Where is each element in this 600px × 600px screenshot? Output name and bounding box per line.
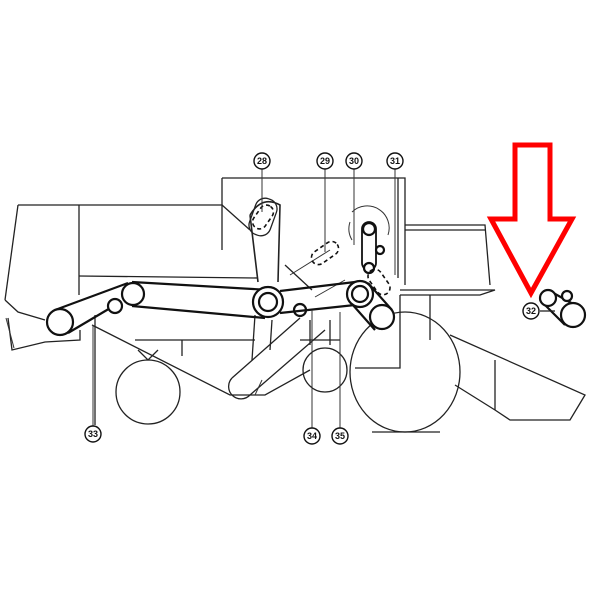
svg-text:29: 29 (320, 156, 330, 166)
svg-text:33: 33 (88, 429, 98, 439)
callout-35: 35 (331, 427, 349, 445)
svg-text:35: 35 (335, 431, 345, 441)
belt-32-detail (538, 288, 587, 329)
callout-31: 31 (386, 152, 404, 170)
callout-30: 30 (345, 152, 363, 170)
callout-29: 29 (316, 152, 334, 170)
machine-body (4, 177, 586, 433)
highlight-arrow-icon (486, 142, 577, 299)
callout-28: 28 (253, 152, 271, 170)
svg-text:32: 32 (526, 306, 536, 316)
callout-33: 33 (84, 425, 102, 443)
svg-text:28: 28 (257, 156, 267, 166)
callouts: 28 29 30 31 32 33 34 35 (84, 152, 540, 445)
belt-drive (45, 197, 396, 337)
callout-32: 32 (522, 302, 540, 320)
svg-text:31: 31 (390, 156, 400, 166)
callout-34: 34 (303, 427, 321, 445)
svg-text:30: 30 (349, 156, 359, 166)
leader-lines (92, 169, 396, 428)
svg-text:34: 34 (307, 431, 317, 441)
